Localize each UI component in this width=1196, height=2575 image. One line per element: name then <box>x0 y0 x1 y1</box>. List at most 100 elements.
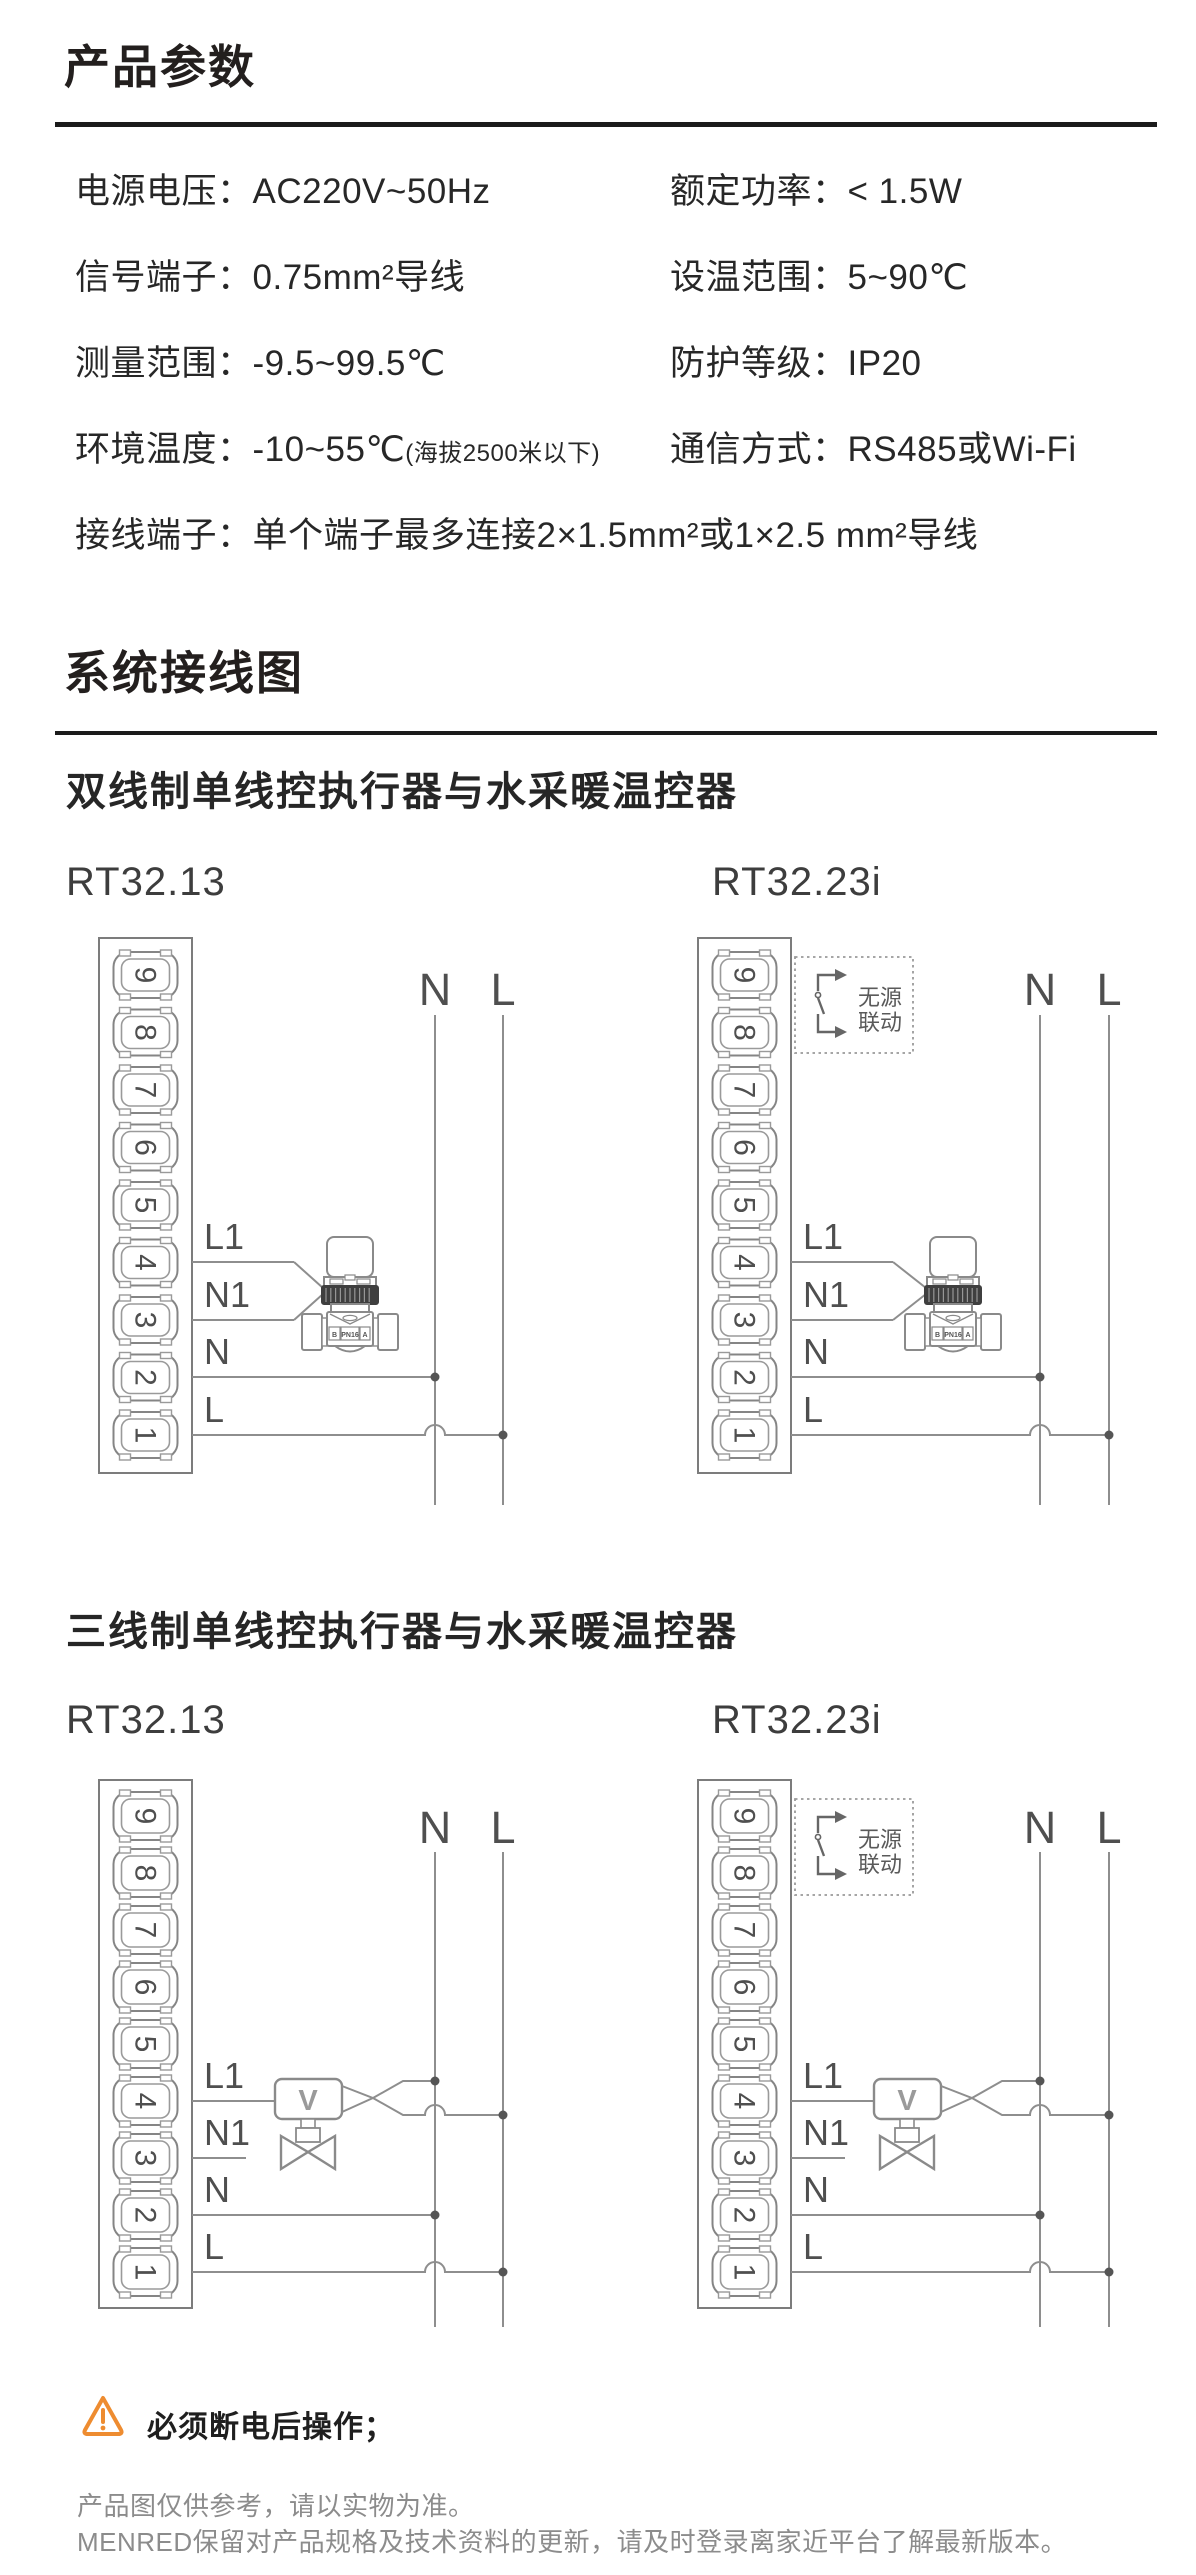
terminal-cell-inner <box>120 1188 171 1222</box>
terminal-cell-outline <box>112 951 179 999</box>
terminal-cell: 8 <box>711 1006 778 1059</box>
terminal-clamp-tab <box>159 1351 173 1360</box>
terminal-clamp-tab <box>717 1409 731 1417</box>
terminal-clamp-tab <box>717 1892 731 1900</box>
terminal-clamp-tab <box>717 1789 731 1797</box>
terminal-cell-inner <box>719 2083 770 2119</box>
wire-label-n1: N1 <box>204 2112 250 2153</box>
terminal-cell: 6 <box>112 1121 179 1174</box>
valve-bowtie-left <box>279 2133 311 2172</box>
param-value: < 1.5W <box>847 172 963 211</box>
terminal-cell: 7 <box>112 1903 179 1957</box>
terminal-number: 1 <box>728 2264 761 2281</box>
dry-contact-switch-icon <box>814 969 847 1038</box>
collar-nub <box>947 1274 959 1281</box>
param-ambient-temp: 环境温度：-10~55℃(海拔2500米以下) <box>75 430 600 470</box>
terminal-clamp-tab <box>159 1892 173 1900</box>
valve-bowtie-right <box>305 2133 337 2172</box>
terminal-cell: 5 <box>112 1179 179 1231</box>
terminal-cell-outline <box>112 1238 179 1287</box>
terminal-clamp-tab <box>717 2234 731 2242</box>
terminal-clamp-tab <box>118 1846 132 1854</box>
terminal-clamp-tab <box>118 1409 132 1417</box>
terminal-clamp-tab <box>159 1294 173 1302</box>
terminal-number: 6 <box>129 1979 162 1996</box>
junction-dot <box>498 1430 508 1440</box>
bus-label-n: N <box>419 1802 452 1853</box>
wire-diagonal <box>293 1261 324 1289</box>
terminal-number: 6 <box>728 1139 761 1156</box>
terminal-clamp-tab <box>118 1835 132 1843</box>
terminal-cell-outline <box>711 951 778 999</box>
terminal-cell-inner <box>719 958 770 992</box>
terminal-clamp-tab <box>118 1789 132 1797</box>
terminal-cell-outline <box>112 1123 179 1172</box>
terminal-clamp-tab <box>758 1006 772 1015</box>
collar-slot <box>959 1278 974 1285</box>
valve-mark-box <box>943 1326 963 1341</box>
terminal-cell-outline <box>112 2133 179 2183</box>
terminal-clamp-tab <box>118 1453 132 1461</box>
linkage-label-line1: 无源 <box>858 1827 902 1852</box>
switch-contact <box>814 1833 822 1841</box>
terminal-cell-outline <box>112 2247 179 2297</box>
terminal-clamp-tab <box>717 1179 731 1187</box>
collar-nub <box>344 1274 356 1281</box>
bus-label-l: L <box>1096 964 1121 1015</box>
terminal-clamp-tab <box>118 2291 132 2299</box>
terminal-number: 2 <box>129 1369 162 1386</box>
terminal-clamp-tab <box>758 1789 772 1797</box>
terminal-clamp-tab <box>717 2006 731 2014</box>
terminal-clamp-tab <box>118 2017 132 2025</box>
valve-collar <box>894 2127 920 2143</box>
terminal-clamp-tab <box>118 2006 132 2014</box>
terminal-cell: 5 <box>711 1179 778 1231</box>
terminal-cell-outline <box>711 2076 778 2126</box>
terminal-cell-outline <box>711 1353 778 1402</box>
arrow-right-icon <box>835 969 847 981</box>
terminal-clamp-tab <box>159 1338 173 1346</box>
terminal-clamp-tab <box>717 2120 731 2128</box>
terminal-cell-inner <box>719 1130 770 1165</box>
terminal-clamp-tab <box>758 993 772 1001</box>
linkage-label-line1: 无源 <box>858 985 902 1010</box>
terminal-clamp-tab <box>159 2120 173 2128</box>
valve-bowtie-left <box>878 2133 910 2172</box>
terminal-cell-inner <box>120 958 171 992</box>
terminal-clamp-tab <box>159 1121 173 1130</box>
terminal-number: 2 <box>129 2207 162 2224</box>
terminal-clamp-tab <box>758 1903 772 1911</box>
terminal-clamp-tab <box>159 2188 173 2196</box>
terminal-cell: 6 <box>711 1960 778 2014</box>
wire-label-l1: L1 <box>204 1216 244 1257</box>
terminal-cell-inner <box>719 1912 770 1948</box>
terminal-cell: 9 <box>711 1789 778 1843</box>
terminal-clamp-tab <box>118 2120 132 2128</box>
wire-label-l: L <box>204 1389 224 1430</box>
switch-top-arm <box>816 973 835 991</box>
param-comm-mode: 通信方式：RS485或Wi-Fi <box>670 430 1077 470</box>
terminal-cell: 3 <box>112 2131 179 2185</box>
wire-label-n1: N1 <box>803 1274 849 1315</box>
param-label: 接线端子： <box>75 516 253 555</box>
terminal-cell-outline <box>711 1181 778 1229</box>
terminal-clamp-tab <box>758 1294 772 1302</box>
terminal-cell: 6 <box>711 1121 778 1174</box>
valve-pipe-fitting <box>301 1313 323 1351</box>
terminal-number: 8 <box>129 1865 162 1882</box>
terminal-clamp-tab <box>758 2017 772 2025</box>
terminal-clamp-tab <box>758 1064 772 1072</box>
terminal-cell-inner <box>120 2254 171 2290</box>
junction-dot <box>430 2076 440 2086</box>
terminal-cell: 1 <box>711 1409 778 1461</box>
terminal-cell-inner <box>719 1418 770 1452</box>
wire-label-l1: L1 <box>204 2055 244 2096</box>
terminal-cell-inner <box>120 1245 171 1280</box>
terminal-clamp-tab <box>758 2006 772 2014</box>
terminal-clamp-tab <box>717 1453 731 1461</box>
terminal-cell-inner <box>719 1969 770 2005</box>
